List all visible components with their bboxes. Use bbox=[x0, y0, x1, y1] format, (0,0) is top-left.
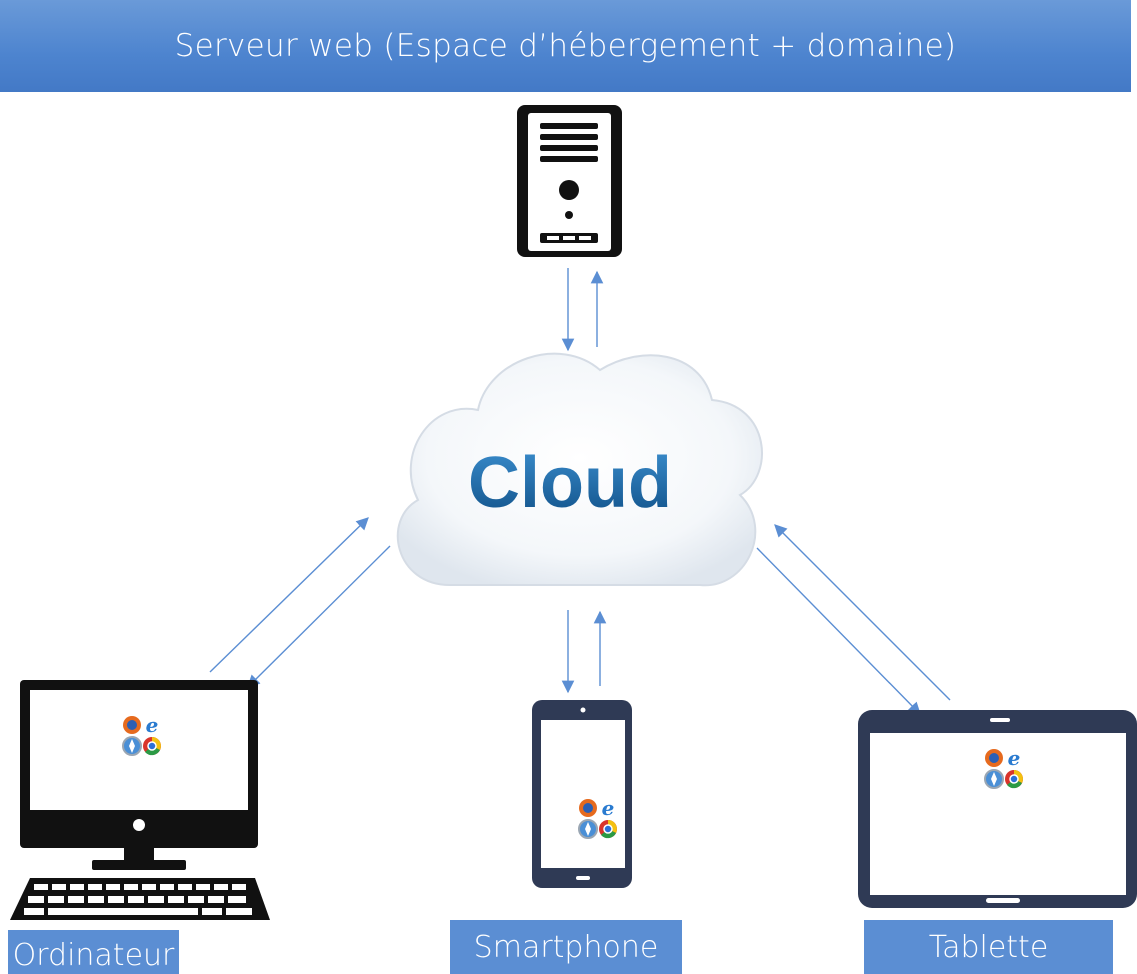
computer-icon bbox=[10, 680, 270, 920]
arrow-cloud-to-computer bbox=[247, 545, 391, 688]
server-banner-title: Serveur web (Espace d’hébergement + doma… bbox=[174, 28, 957, 64]
computer-label-text: Ordinateur bbox=[12, 938, 175, 973]
tablet-label-text: Tablette bbox=[928, 929, 1049, 965]
tablet-label: Tablette bbox=[864, 920, 1113, 974]
computer-label: Ordinateur bbox=[8, 930, 179, 974]
cloud-icon: Cloud bbox=[396, 352, 763, 587]
arrow-cloud-to-tablet bbox=[756, 547, 921, 715]
tablet-icon bbox=[858, 710, 1137, 908]
server-icon bbox=[517, 105, 622, 257]
smartphone-label: Smartphone bbox=[450, 920, 682, 974]
smartphone-icon bbox=[532, 700, 632, 888]
arrow-computer-to-cloud bbox=[209, 517, 369, 673]
arrow-tablet-to-cloud bbox=[774, 524, 951, 701]
smartphone-label-text: Smartphone bbox=[473, 929, 659, 965]
server-banner: Serveur web (Espace d’hébergement + doma… bbox=[0, 0, 1131, 92]
cloud-label: Cloud bbox=[468, 443, 672, 523]
